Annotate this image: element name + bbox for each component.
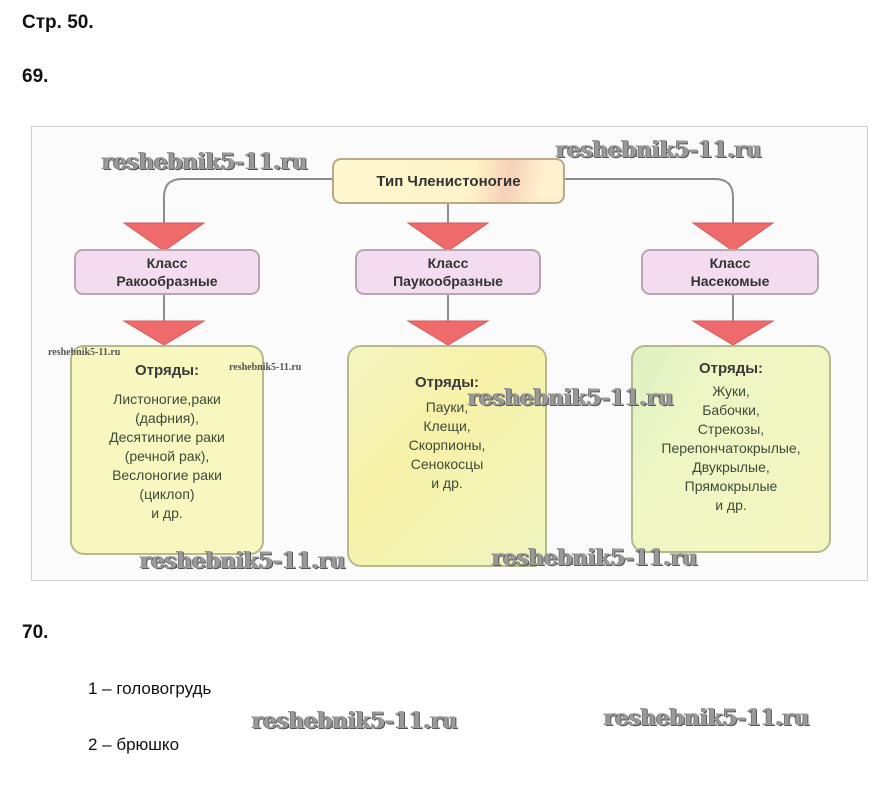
order-item: и др. — [151, 505, 183, 521]
watermark: reshebnik5-11.ru — [252, 708, 458, 734]
class-name: Насекомые — [690, 273, 770, 289]
task-69-number: 69. — [22, 66, 49, 87]
arrow-down-icon — [406, 320, 490, 346]
orders-box-insects: Отряды: Жуки, Бабочки, Стрекозы, Перепон… — [631, 345, 831, 553]
watermark: reshebnik5-11.ru — [492, 545, 698, 571]
arthropod-classification-diagram: Тип Членистоногие Класс Ракообразные Кла… — [31, 126, 868, 581]
arrow-down-icon — [406, 222, 490, 252]
orders-box-arachnids: Отряды: Пауки, Клещи, Скорпионы, Сенокос… — [347, 345, 547, 567]
watermark: reshebnik5-11.ru — [102, 149, 308, 175]
order-item: Десятиногие раки — [109, 429, 225, 445]
order-item: Жуки, — [712, 383, 750, 399]
class-node-insects: Класс Насекомые — [641, 249, 819, 295]
watermark: reshebnik5-11.ru — [556, 137, 762, 163]
page-label: Стр. 50. — [22, 12, 94, 33]
orders-title: Отряды: — [414, 374, 480, 391]
orders-title: Отряды: — [698, 360, 764, 377]
orders-title: Отряды: — [134, 362, 200, 379]
watermark: reshebnik5-11.ru — [229, 362, 302, 373]
order-item: Листоногие,раки — [113, 391, 221, 407]
class-node-crustaceans: Класс Ракообразные — [74, 249, 260, 295]
order-item: Сенокосцы — [410, 456, 484, 472]
connector-right — [565, 178, 734, 223]
order-item: и др. — [431, 475, 463, 491]
watermark: reshebnik5-11.ru — [604, 705, 810, 731]
class-node-arachnids: Класс Паукообразные — [355, 249, 541, 295]
watermark: reshebnik5-11.ru — [140, 548, 346, 574]
arrow-down-icon — [122, 320, 206, 346]
order-item: Клещи, — [423, 418, 471, 434]
arrow-down-icon — [691, 320, 775, 346]
class-title: Класс — [146, 255, 188, 271]
class-name: Паукообразные — [393, 273, 503, 289]
answer-item: 2 – брюшко — [88, 735, 180, 754]
order-item: Веслоногие раки — [112, 467, 222, 483]
watermark: reshebnik5-11.ru — [468, 385, 674, 411]
order-item: и др. — [715, 497, 747, 513]
order-item: Пауки, — [425, 399, 469, 415]
order-item: Двукрылые, — [692, 459, 770, 475]
class-name: Ракообразные — [116, 273, 218, 289]
order-item: (речной рак), — [124, 448, 210, 464]
arrow-down-icon — [122, 222, 206, 252]
connector-layer — [122, 178, 775, 346]
order-item: Скорпионы, — [408, 437, 486, 453]
order-item: Бабочки, — [702, 402, 760, 418]
order-item: Прямокрылые — [684, 478, 778, 494]
order-item: Стрекозы, — [697, 421, 765, 437]
arrow-down-icon — [691, 222, 775, 252]
answer-item: 1 – головогрудь — [88, 679, 212, 698]
task-70-number: 70. — [22, 622, 49, 643]
orders-box-crustaceans: Отряды: Листоногие,раки (дафния), Десяти… — [70, 345, 264, 555]
watermark: reshebnik5-11.ru — [48, 347, 121, 358]
root-node-phylum: Тип Членистоногие — [332, 158, 565, 204]
order-item: (дафния), — [135, 410, 199, 426]
class-title: Класс — [427, 255, 469, 271]
class-title: Класс — [709, 255, 751, 271]
connector-left — [163, 178, 332, 223]
order-item: Перепончатокрылые, — [661, 440, 801, 456]
order-item: (циклоп) — [139, 486, 195, 502]
